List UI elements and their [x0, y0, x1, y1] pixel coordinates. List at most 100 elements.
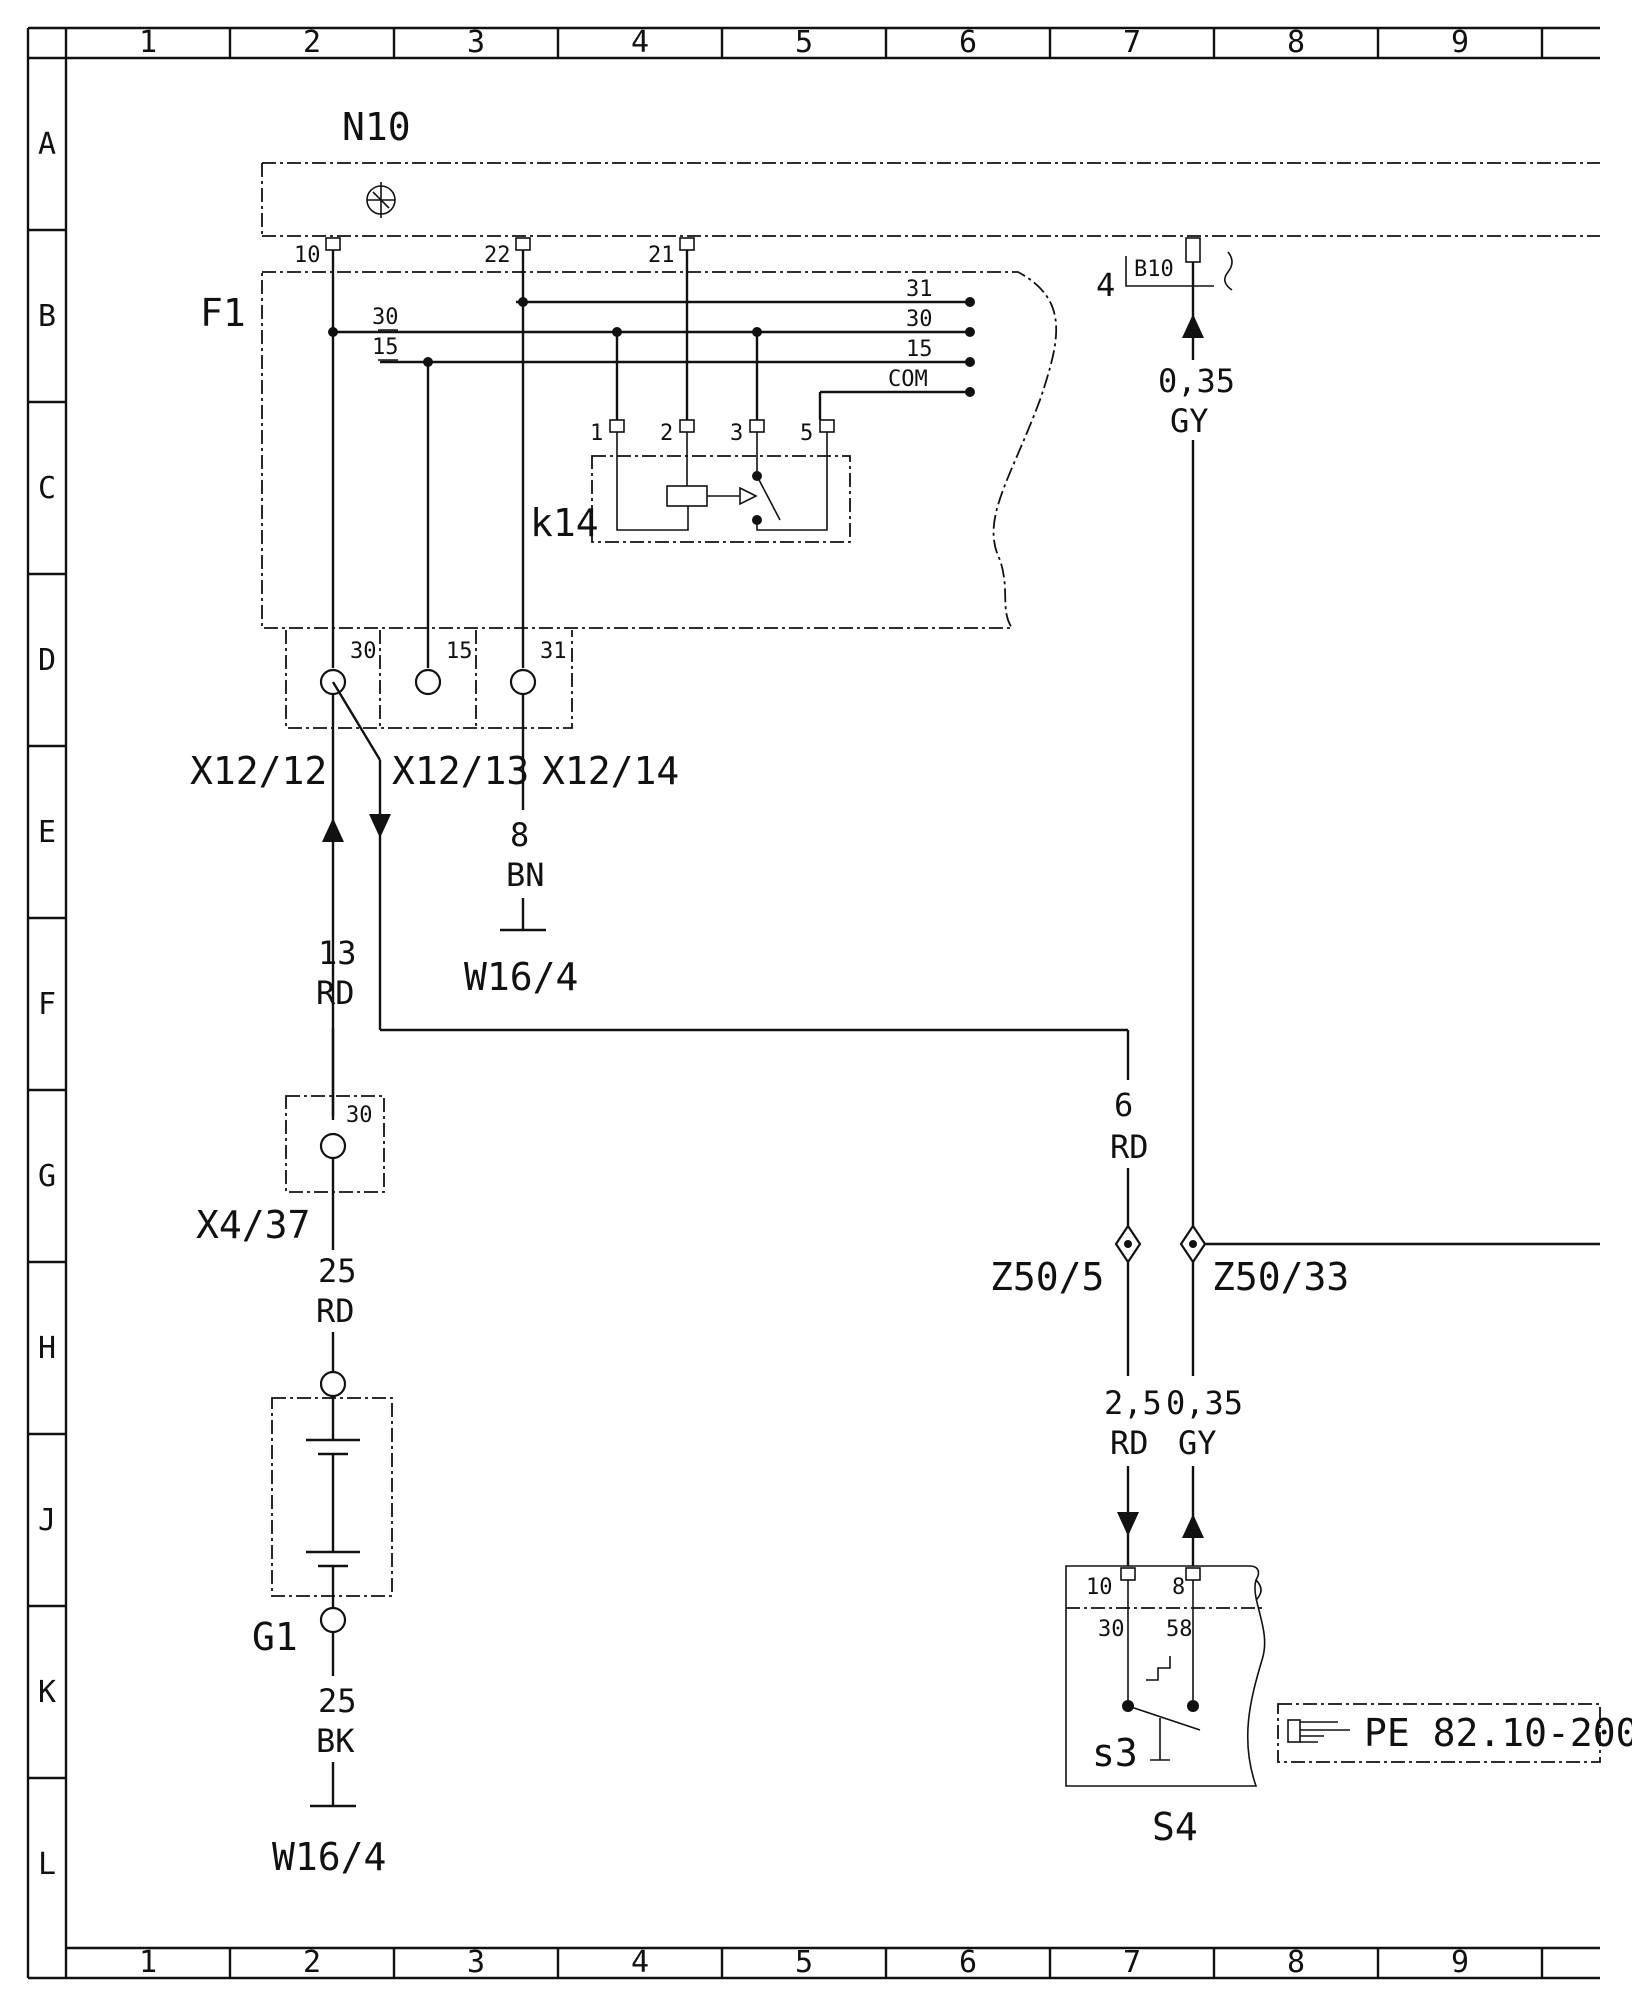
svg-text:RD: RD [316, 1292, 355, 1330]
bus-15-label: 15 [906, 337, 933, 362]
svg-text:10: 10 [294, 243, 321, 268]
z50-splices: Z50/5 Z50/33 [990, 1224, 1600, 1376]
x12-12-label: X12/12 [190, 749, 327, 793]
n10-pin-21: 21 [648, 237, 695, 268]
svg-text:3: 3 [730, 421, 743, 446]
column-label-bottom: 7 [1123, 1945, 1141, 1980]
n10-pin-10: 10 [294, 237, 341, 268]
s4-inputs: 2,5 RD 0,35 GY [1104, 1384, 1243, 1566]
row-label: J [38, 1503, 56, 1538]
column-label-top: 5 [795, 25, 813, 60]
bus-30-label: 30 [906, 307, 933, 332]
row-label: H [38, 1331, 56, 1366]
dimmer-step-icon [1146, 1656, 1171, 1681]
s4-switch: 10 8 30 58 s3 S4 [1065, 1565, 1266, 1849]
z50-33-splice: Z50/33 [1179, 1224, 1600, 1299]
svg-text:RD: RD [1110, 1128, 1149, 1166]
n10-module: N10 10 22 21 [261, 105, 1600, 268]
row-label: D [38, 643, 56, 678]
column-label-bottom: 8 [1287, 1945, 1305, 1980]
svg-text:8: 8 [510, 816, 529, 854]
flasher-symbol-icon [366, 182, 396, 218]
k14-label: k14 [530, 501, 599, 545]
bus-lines: 31 30 15 COM 30 15 [330, 277, 975, 420]
column-label-top: 9 [1451, 25, 1469, 60]
arrow-down-icon [369, 814, 391, 838]
svg-text:30: 30 [1098, 1617, 1125, 1642]
column-label-top: 6 [959, 25, 977, 60]
f1-30-label: 30 [372, 305, 399, 330]
row-label: C [38, 471, 56, 506]
svg-text:22: 22 [484, 243, 511, 268]
bus-com-label: COM [888, 367, 928, 392]
arrow-down-icon [1117, 1512, 1139, 1536]
svg-text:25: 25 [318, 1682, 357, 1720]
x12-14-terminal [509, 668, 537, 696]
row-label: A [38, 127, 56, 162]
x12-connector-block: 30 15 31 X12/12 X12/13 X12/14 [190, 630, 679, 793]
relay-coil-icon [666, 485, 708, 507]
s3-label: s3 [1092, 1731, 1138, 1775]
b10-number: 4 [1096, 266, 1115, 304]
drawing-frame [26, 26, 1600, 1980]
svg-text:2,5: 2,5 [1104, 1384, 1162, 1422]
row-label: E [38, 815, 56, 850]
k14-relay: k14 1 2 3 5 [530, 419, 851, 545]
bn8-ground: 8 BN W16/4 [464, 694, 578, 999]
x12-14-label: X12/14 [542, 749, 679, 793]
column-label-bottom: 3 [467, 1945, 485, 1980]
svg-text:2: 2 [660, 421, 673, 446]
svg-text:0,35: 0,35 [1158, 362, 1235, 400]
svg-text:15: 15 [446, 639, 473, 664]
gy-wire: 0,35 GY [1150, 262, 1240, 1232]
f1-15-label: 15 [372, 335, 399, 360]
column-label-top: 4 [631, 25, 649, 60]
svg-text:6: 6 [1114, 1086, 1133, 1124]
z50-5-label: Z50/5 [990, 1255, 1104, 1299]
row-label: L [38, 1847, 56, 1882]
x12-13-label: X12/13 [392, 749, 529, 793]
rd6-feed: 6 RD [331, 681, 1149, 1232]
column-label-bottom: 4 [631, 1945, 649, 1980]
svg-text:30: 30 [350, 639, 377, 664]
svg-text:25: 25 [318, 1252, 357, 1290]
svg-text:RD: RD [1110, 1424, 1149, 1462]
arrow-up-icon [322, 818, 344, 842]
g1-battery: G1 25 BK W16/4 [252, 1370, 393, 1879]
column-label-bottom: 9 [1451, 1945, 1469, 1980]
z50-5-splice: Z50/5 [990, 1224, 1142, 1299]
svg-text:BK: BK [316, 1722, 355, 1760]
b10-connector: 4 B10 [1096, 237, 1233, 304]
svg-text:RD: RD [316, 974, 355, 1012]
w16-upper-label: W16/4 [464, 955, 578, 999]
svg-text:58: 58 [1166, 1617, 1193, 1642]
svg-text:13: 13 [318, 934, 357, 972]
svg-text:1: 1 [590, 421, 603, 446]
column-label-top: 2 [303, 25, 321, 60]
column-label-top: 7 [1123, 25, 1141, 60]
row-label: F [38, 987, 56, 1022]
g1-label: G1 [252, 1615, 298, 1659]
arrow-up-icon [1182, 314, 1204, 338]
z50-33-label: Z50/33 [1212, 1255, 1349, 1299]
svg-text:GY: GY [1170, 402, 1209, 440]
svg-text:30: 30 [346, 1103, 373, 1128]
f1-label: F1 [200, 291, 246, 335]
n10-label: N10 [342, 105, 411, 149]
x4-37-label: X4/37 [196, 1203, 310, 1247]
svg-text:GY: GY [1178, 1424, 1217, 1462]
svg-text:21: 21 [648, 243, 675, 268]
row-label: G [38, 1159, 56, 1194]
column-label-bottom: 1 [139, 1945, 157, 1980]
bus-31-label: 31 [906, 277, 933, 302]
column-label-top: 8 [1287, 25, 1305, 60]
column-label-bottom: 5 [795, 1945, 813, 1980]
reference-text: PE 82.10-2000 [1364, 1711, 1632, 1755]
svg-text:5: 5 [800, 421, 813, 446]
column-label-top: 1 [139, 25, 157, 60]
column-label-bottom: 2 [303, 1945, 321, 1980]
x12-13-terminal [414, 668, 442, 696]
battery-feed: 13 RD [316, 694, 357, 1120]
f1-fuse-box: F1 [200, 271, 1058, 629]
